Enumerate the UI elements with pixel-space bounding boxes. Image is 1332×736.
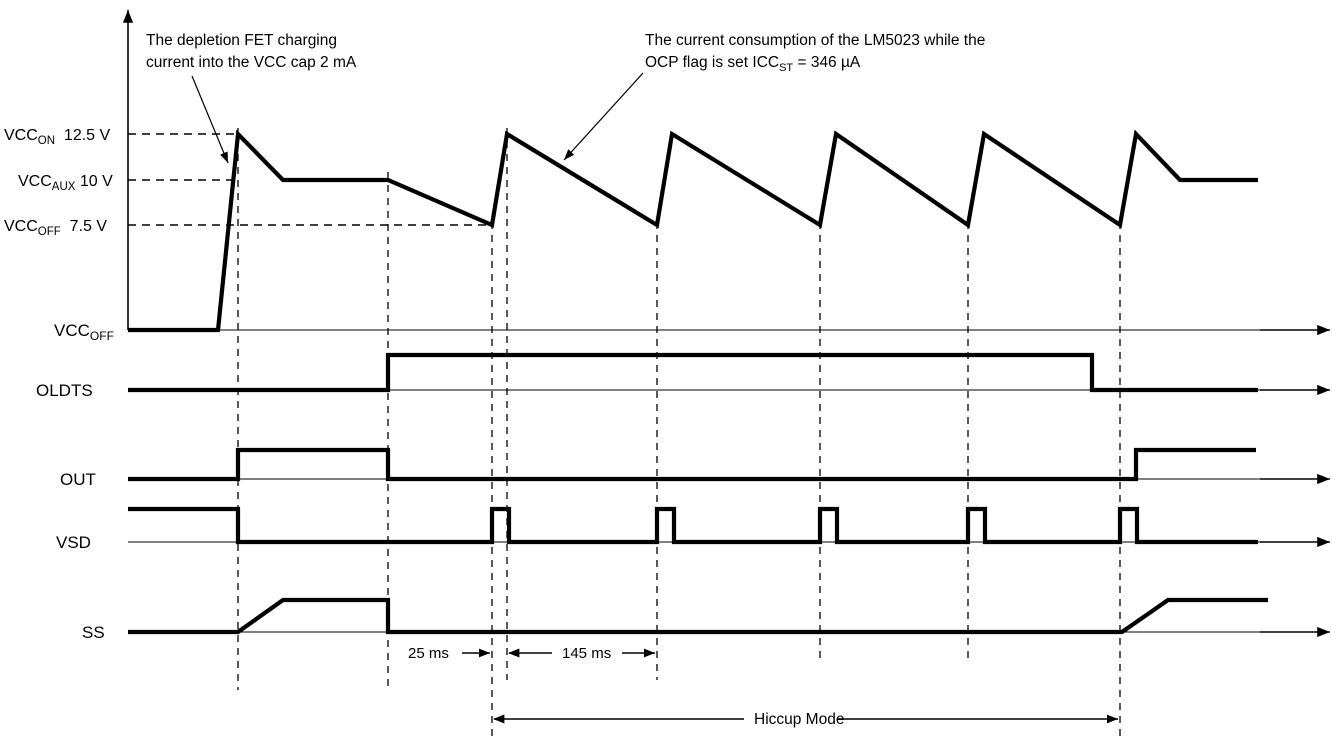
level-labels: VCCON 12.5 V VCCAUX 10 V VCCOFF 7.5 V [4,127,113,238]
annotation-depletion-fet-line1: The depletion FET charging [146,32,337,49]
hiccup-mode-label: Hiccup Mode [754,711,844,728]
signal-label-oldts: OLDTS [36,381,93,400]
signal-label-vsd: VSD [56,533,91,552]
dimension-145ms: 145 ms [508,645,655,662]
annotation-icc-st-leader [563,72,644,161]
waveform-vsd: VSD [56,506,1258,552]
annotation-depletion-fet-line2: current into the VCC cap 2 mA [146,54,357,71]
waveform-oldts: OLDTS [36,352,1258,400]
signal-label-out: OUT [60,470,96,489]
waveform-vcc: VCCOFF [54,129,1258,343]
dimension-25ms-label: 25 ms [408,645,449,662]
ss-trace [128,597,1268,635]
dimension-hiccup-mode: Hiccup Mode [493,711,1118,728]
annotation-icc-st-line2: OCP flag is set ICCST = 346 µA [645,54,861,74]
annotation-depletion-fet: The depletion FET charging current into … [146,32,357,164]
waveform-out: OUT [60,447,1256,489]
annotation-icc-st-line1: The current consumption of the LM5023 wh… [645,32,985,49]
signal-label-ss: SS [82,623,105,642]
dimension-145ms-label: 145 ms [562,645,611,662]
oldts-trace [128,352,1258,393]
level-label-vcc-on: VCCON 12.5 V [4,127,111,147]
dimension-25ms: 25 ms [408,645,490,662]
annotation-depletion-fet-leader [191,75,229,164]
out-trace [128,447,1256,482]
vsd-trace [128,506,1258,545]
vcc-trace [128,129,1258,333]
level-label-vcc-aux: VCCAUX 10 V [18,173,113,193]
level-guides [128,133,492,226]
event-markers [237,128,1121,736]
annotation-icc-st: The current consumption of the LM5023 wh… [563,32,985,161]
time-axes [1260,324,1330,638]
waveform-ss: SS [82,597,1268,642]
signal-label-vcc: VCCOFF [54,321,114,343]
level-label-vcc-off: VCCOFF 7.5 V [4,218,107,238]
